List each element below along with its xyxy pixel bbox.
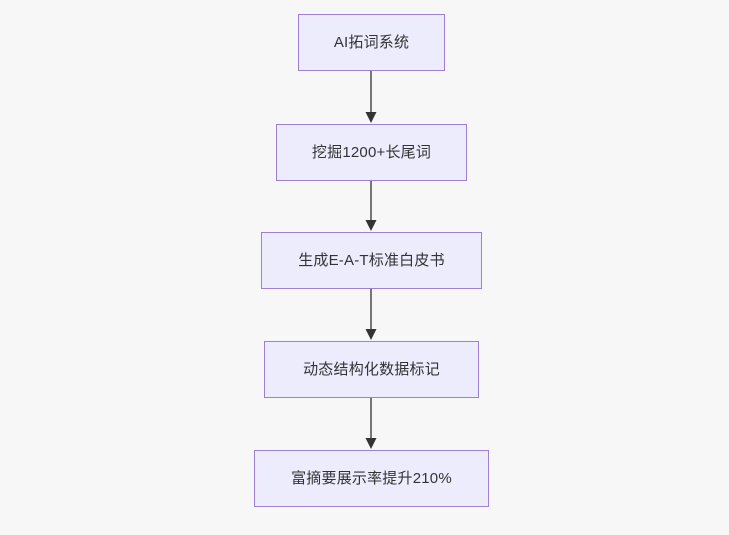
flow-node-2[interactable]: 挖掘1200+长尾词 [276, 124, 467, 181]
arrow-down-icon [365, 398, 377, 449]
flow-node-3[interactable]: 生成E-A-T标准白皮书 [261, 232, 482, 289]
arrow-down-icon [365, 71, 377, 123]
flow-node-label: 富摘要展示率提升210% [291, 470, 452, 487]
flow-connector-2 [363, 181, 379, 232]
flow-node-label: 挖掘1200+长尾词 [311, 144, 432, 161]
arrow-down-icon [365, 181, 377, 231]
flow-connector-1 [363, 71, 379, 124]
arrow-down-icon [365, 289, 377, 340]
flow-node-label: AI拓词系统 [333, 34, 410, 51]
flow-node-label: 动态结构化数据标记 [303, 361, 440, 378]
flow-connector-4 [363, 398, 379, 450]
flow-node-label: 生成E-A-T标准白皮书 [298, 252, 445, 269]
flow-connector-3 [363, 289, 379, 341]
flow-node-1[interactable]: AI拓词系统 [298, 14, 445, 71]
flow-node-5[interactable]: 富摘要展示率提升210% [254, 450, 489, 507]
flow-node-4[interactable]: 动态结构化数据标记 [264, 341, 479, 398]
